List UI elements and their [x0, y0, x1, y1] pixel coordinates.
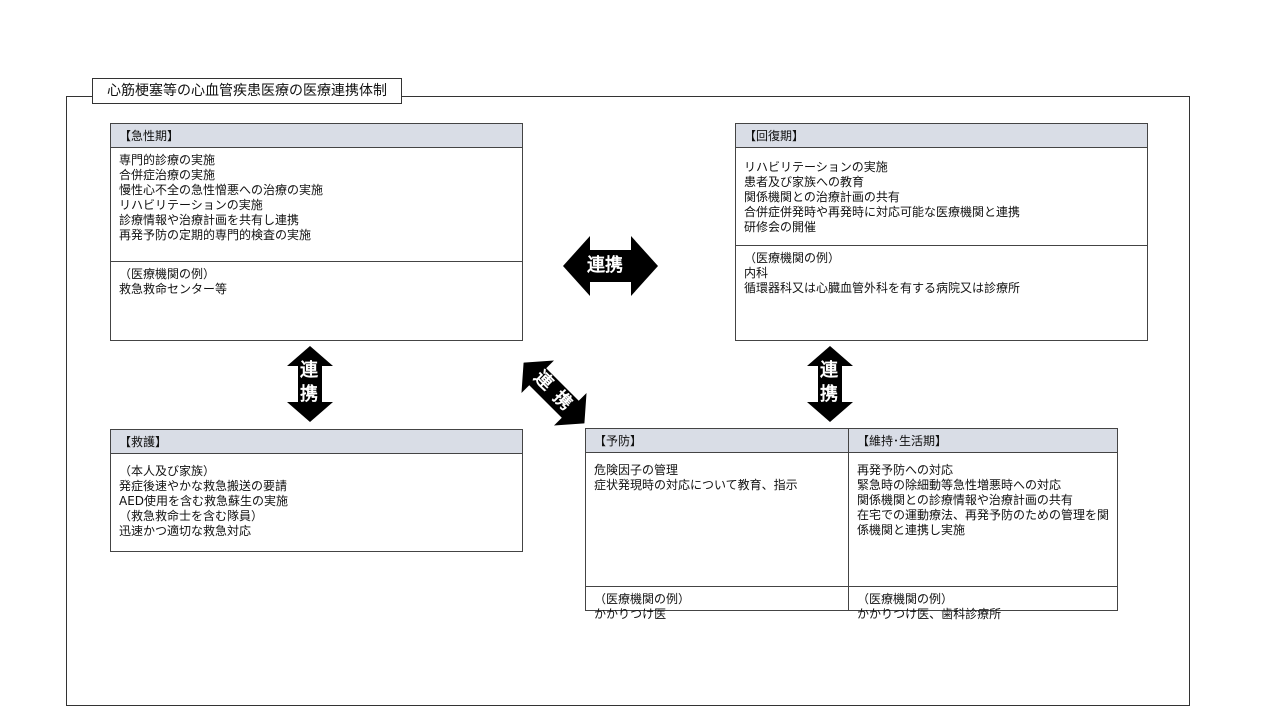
list-item: 慢性心不全の急性憎悪への治療の実施: [119, 183, 324, 197]
double-arrow-icon: [287, 346, 333, 422]
double-arrow-icon: [521, 360, 587, 426]
example-title: （医療機関の例）: [744, 251, 841, 265]
link-label: 連携: [587, 255, 623, 276]
list-item: リハビリテーションの実施: [744, 160, 888, 174]
list-item: 関係機関との治療計画の共有: [744, 190, 900, 204]
double-arrow-icon: [563, 236, 658, 296]
double-arrow-icon: [807, 346, 853, 422]
link-char: 携: [300, 384, 318, 405]
rescue-header: 【救護】: [111, 430, 522, 454]
link-arrow-diagonal: 連 携: [521, 360, 587, 426]
list-item: 救急救命センター等: [119, 282, 228, 296]
list-item: 危険因子の管理: [594, 463, 679, 477]
list-item: 内科: [744, 266, 769, 280]
prevention-items: 危険因子の管理 症状発現時の対応について教育、指示: [586, 453, 848, 587]
list-item: （救急救命士を含む隊員）: [119, 509, 264, 523]
list-item: 症状発現時の対応について教育、指示: [594, 478, 798, 492]
list-item: 関係機関との診療情報や治療計画の共有: [856, 493, 1073, 507]
list-item: 発症後速やかな救急搬送の要請: [119, 479, 288, 493]
acute-phase-examples: （医療機関の例） 救急救命センター等: [111, 262, 522, 302]
list-item: （本人及び家族）: [119, 464, 216, 478]
list-item: 緊急時の除細動等急性増悪時への対応: [856, 478, 1061, 492]
example-title: （医療機関の例）: [856, 592, 953, 606]
diagram-title: 心筋梗塞等の心血管疾患医療の医療連携体制: [92, 78, 402, 104]
maintenance-header: 【維持･生活期】: [848, 429, 1117, 453]
example-title: （医療機関の例）: [594, 592, 691, 606]
rescue-items: （本人及び家族） 発症後速やかな救急搬送の要請 AED使用を含む救急蘇生の実施 …: [111, 454, 522, 544]
rescue-box: 【救護】 （本人及び家族） 発症後速やかな救急搬送の要請 AED使用を含む救急蘇…: [110, 429, 523, 552]
maintenance-column: 【維持･生活期】 再発予防への対応 緊急時の除細動等急性増悪時への対応 関係機関…: [847, 429, 1117, 621]
diagram-frame: [66, 96, 1190, 706]
prevention-header: 【予防】: [586, 429, 848, 453]
prevention-maintenance-box: 【予防】 危険因子の管理 症状発現時の対応について教育、指示 （医療機関の例） …: [585, 428, 1118, 621]
list-item: 専門的診療の実施: [119, 153, 216, 167]
list-item: 患者及び家族への教育: [744, 175, 865, 189]
maintenance-items: 再発予防への対応 緊急時の除細動等急性増悪時への対応 関係機関との診療情報や治療…: [848, 453, 1117, 587]
list-item: 再発予防の定期的専門的検査の実施: [119, 228, 312, 242]
acute-phase-header: 【急性期】: [111, 124, 522, 148]
diagonal-arrow-body: [507, 346, 600, 439]
recovery-phase-examples: （医療機関の例） 内科 循環器科又は心臓血管外科を有する病院又は診療所: [736, 246, 1147, 301]
link-arrow-vertical-right: 連 携: [807, 346, 853, 422]
maintenance-examples: （医療機関の例） かかりつけ医、歯科診療所: [849, 587, 1117, 627]
list-item: かかりつけ医、歯科診療所: [856, 607, 1002, 621]
acute-phase-box: 【急性期】 専門的診療の実施 合併症治療の実施 慢性心不全の急性憎悪への治療の実…: [110, 123, 523, 341]
list-item: 研修会の開催: [744, 220, 817, 234]
list-item: AED使用を含む救急蘇生の実施: [119, 494, 289, 508]
link-char: 連: [820, 360, 838, 381]
list-item: 診療情報や治療計画を共有し連携: [119, 213, 300, 227]
list-item: リハビリテーションの実施: [119, 198, 263, 212]
recovery-phase-box: 【回復期】 リハビリテーションの実施 患者及び家族への教育 関係機関との治療計画…: [735, 123, 1148, 341]
example-title: （医療機関の例）: [119, 267, 216, 281]
prevention-examples: （医療機関の例） かかりつけ医: [586, 587, 848, 627]
link-arrow-horizontal: 連携: [563, 236, 658, 296]
list-item: 循環器科又は心臓血管外科を有する病院又は診療所: [744, 281, 1021, 295]
list-item: かかりつけ医: [594, 607, 667, 621]
list-item: 係機関と連携し実施: [856, 523, 965, 537]
list-item: 再発予防への対応: [856, 463, 953, 477]
link-arrow-vertical-left: 連 携: [287, 346, 333, 422]
recovery-phase-items: リハビリテーションの実施 患者及び家族への教育 関係機関との治療計画の共有 合併…: [736, 148, 1147, 246]
list-item: 合併症併発時や再発時に対応可能な医療機関と連携: [744, 205, 1021, 219]
acute-phase-items: 専門的診療の実施 合併症治療の実施 慢性心不全の急性憎悪への治療の実施 リハビリ…: [111, 148, 522, 262]
list-item: 迅速かつ適切な救急対応: [119, 524, 252, 538]
recovery-phase-header: 【回復期】: [736, 124, 1147, 148]
link-char: 携: [820, 384, 838, 405]
prevention-column: 【予防】 危険因子の管理 症状発現時の対応について教育、指示 （医療機関の例） …: [586, 429, 848, 621]
link-char: 連: [300, 360, 318, 381]
list-item: 在宅での運動療法、再発予防のための管理を関: [856, 508, 1109, 522]
list-item: 合併症治療の実施: [119, 168, 216, 182]
